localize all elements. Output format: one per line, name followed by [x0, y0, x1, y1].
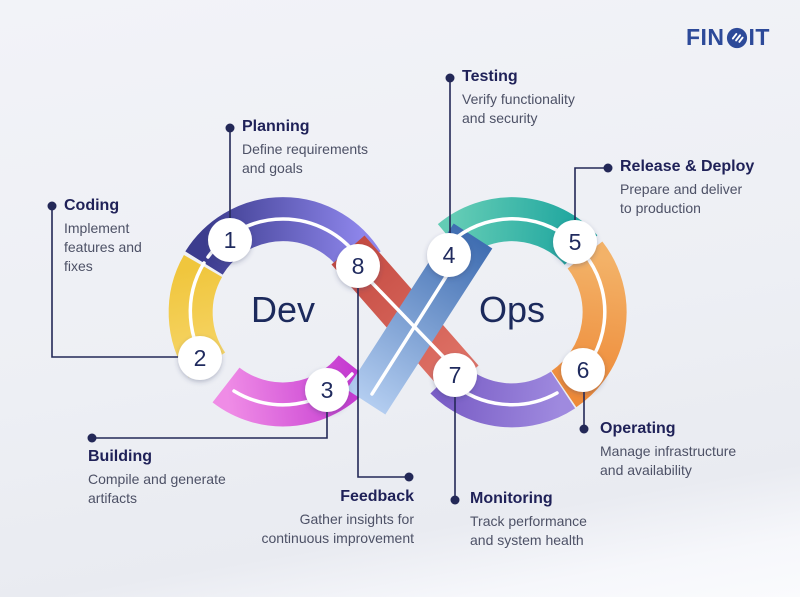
stage-node-7: [433, 353, 477, 397]
node-number-1: 1: [224, 227, 237, 253]
stage-label-planning: Planning Define requirements and goals: [242, 118, 368, 178]
stage-node-numbers: 1 2 3 4 5 6 7 8: [194, 227, 590, 403]
stage-description: Track performance and system health: [470, 513, 587, 548]
stage-description: Manage infrastructure and availability: [600, 443, 737, 478]
stage-label-coding: Coding Implement features and fixes: [64, 197, 142, 276]
stage-label-operating: Operating Manage infrastructure and avai…: [600, 420, 736, 480]
node-number-7: 7: [449, 362, 462, 388]
stage-description: Verify functionality and security: [462, 91, 575, 126]
stage-node-1: [208, 218, 252, 262]
node-number-5: 5: [569, 229, 582, 255]
stage-label-testing: Testing Verify functionality and securit…: [462, 68, 575, 128]
stage-node-4: [427, 233, 471, 277]
callout-feedback: [357, 268, 409, 478]
stage-description: Compile and generate artifacts: [88, 471, 226, 506]
ops-label: Ops: [478, 289, 546, 330]
stage-label-building: Building Compile and generate artifacts: [88, 448, 226, 508]
stage-label-monitoring: Monitoring Track performance and system …: [470, 490, 587, 550]
finoit-logo: FIN IT: [686, 24, 770, 51]
stage-node-2: [178, 336, 222, 380]
node-number-6: 6: [577, 357, 590, 383]
stage-title: Testing: [462, 68, 518, 85]
stage-node-5: [553, 220, 597, 264]
stage-title: Monitoring: [470, 490, 553, 507]
stage-nodes: [178, 218, 605, 412]
stage-description: Implement features and fixes: [64, 220, 142, 274]
stage-title: Operating: [600, 420, 676, 437]
callout-release-deploy: [574, 167, 608, 240]
stage-title: Feedback: [340, 488, 414, 505]
node-number-4: 4: [443, 242, 456, 268]
stage-description: Prepare and deliver to production: [620, 181, 743, 216]
stage-node-6: [561, 348, 605, 392]
logo-text-suffix: IT: [748, 24, 770, 50]
stage-title: Building: [88, 448, 152, 465]
node-number-2: 2: [194, 345, 207, 371]
stage-title: Release & Deploy: [620, 158, 755, 175]
stage-description: Define requirements and goals: [242, 141, 369, 176]
callout-coding: [51, 206, 195, 358]
stage-title: Planning: [242, 118, 310, 135]
node-number-3: 3: [321, 377, 334, 403]
dev-label: Dev: [250, 289, 316, 330]
stage-description: Gather insights for continuous improveme…: [261, 511, 414, 546]
logo-text-prefix: FIN: [685, 24, 725, 50]
stage-label-feedback: Feedback Gather insights for continuous …: [261, 488, 414, 548]
callout-dots: [47, 73, 613, 505]
stage-node-3: [305, 368, 349, 412]
stage-label-release-deploy: Release & Deploy Prepare and deliver to …: [620, 158, 754, 218]
node-number-8: 8: [352, 253, 365, 279]
finoit-ball-icon: [726, 27, 748, 49]
stage-title: Coding: [64, 197, 120, 214]
stage-node-8: [336, 244, 380, 288]
